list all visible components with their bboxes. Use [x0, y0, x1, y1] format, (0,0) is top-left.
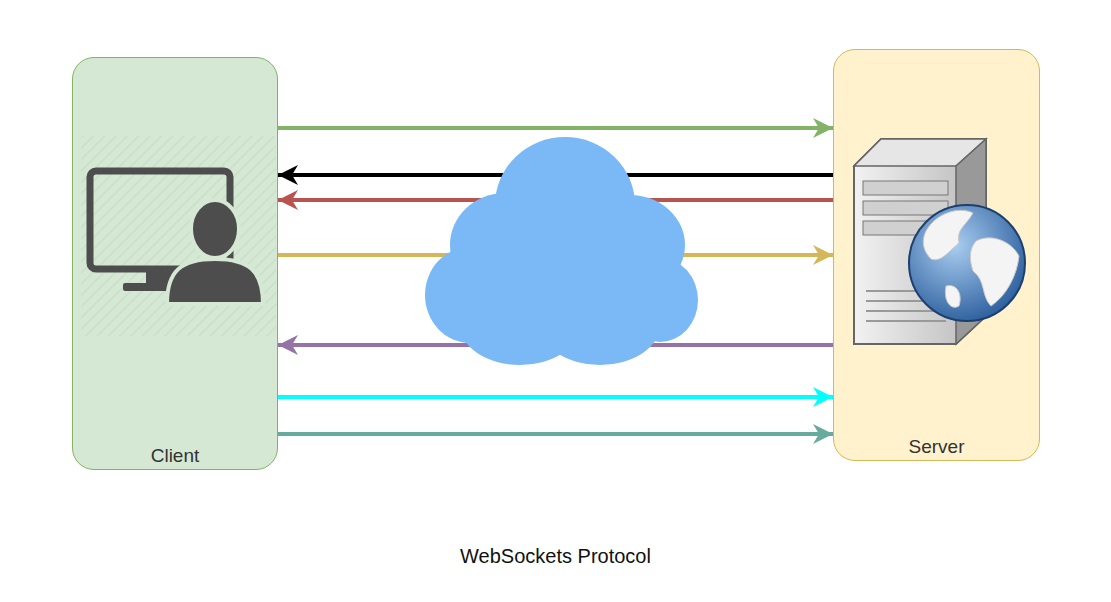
- message-arrow: [278, 198, 833, 202]
- server-box: Server: [833, 49, 1040, 461]
- node-label: Client: [151, 445, 200, 466]
- node-label: Server: [909, 436, 965, 457]
- caption-row: WebSockets Protocol: [0, 545, 1111, 568]
- message-arrow: [278, 432, 833, 436]
- message-arrow: [278, 253, 833, 257]
- caption: WebSockets Protocol: [460, 545, 651, 567]
- message-arrow: [278, 173, 833, 177]
- message-arrow: [278, 395, 833, 399]
- client-box: Client: [72, 57, 278, 470]
- server-icon: [834, 50, 1041, 462]
- client-icon: [73, 58, 279, 471]
- node-label-row: Client: [73, 445, 277, 467]
- message-arrow: [278, 126, 833, 130]
- cloud-shape: [425, 137, 698, 365]
- message-arrow: [278, 343, 833, 347]
- node-label-row: Server: [834, 436, 1039, 458]
